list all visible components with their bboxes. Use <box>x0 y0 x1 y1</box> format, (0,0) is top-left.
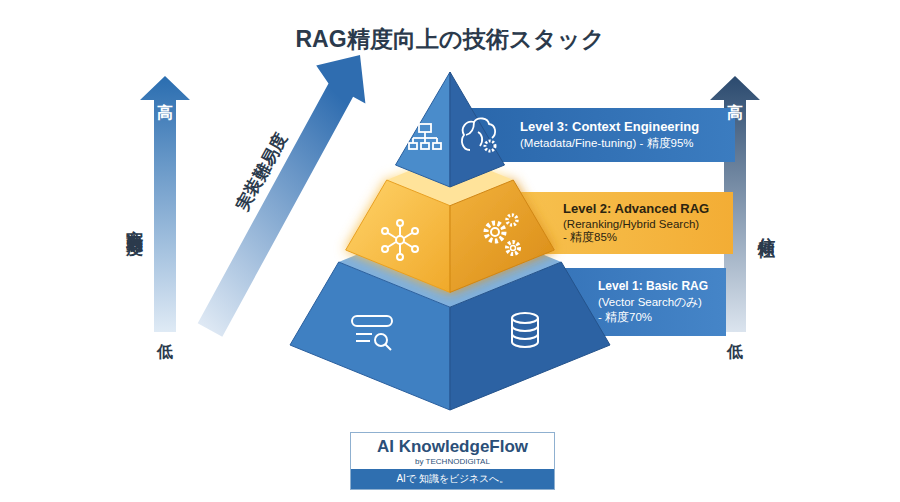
node-heading: Level 1: Basic RAG <box>598 279 726 295</box>
diagram-title: RAG精度向上の技術スタック <box>0 24 900 55</box>
axis-title: 信頼性 <box>756 223 779 229</box>
node-body: (Vector Searchのみ) <box>598 295 726 310</box>
axis-low: 低 <box>157 342 173 363</box>
difficulty-arrow <box>140 76 190 332</box>
node-body: (Reranking/Hybrid Search) <box>563 218 733 230</box>
node-body: - 精度85% <box>563 230 733 245</box>
node-heading: AI KnowledgeFlow <box>351 433 554 457</box>
node-heading: Level 2: Advanced RAG <box>563 201 733 218</box>
axis-high: 高 <box>157 103 173 124</box>
axis-low: 低 <box>727 342 743 363</box>
node-body: - 精度70% <box>598 310 726 325</box>
axis-high: 高 <box>727 103 743 124</box>
logo-box: AI KnowledgeFlowby TECHNODIGITALAIで 知識をビ… <box>350 432 555 490</box>
diagonal-arrow <box>198 55 366 337</box>
node-body: by TECHNODIGITAL <box>351 457 554 469</box>
axis-title: 実装難易度 <box>124 217 147 227</box>
node-heading: Level 3: Context Engineering <box>520 119 735 136</box>
level-band: Level 3: Context Engineering(Metadata/Fi… <box>470 108 735 162</box>
level-band: Level 1: Basic RAG(Vector Searchのみ)- 精度7… <box>540 268 726 336</box>
node-body: (Metadata/Fine-tuning) - 精度95% <box>520 136 735 151</box>
node-body: AIで 知識をビジネスへ。 <box>351 469 554 489</box>
level-band: Level 2: Advanced RAG(Reranking/Hybrid S… <box>505 192 733 254</box>
